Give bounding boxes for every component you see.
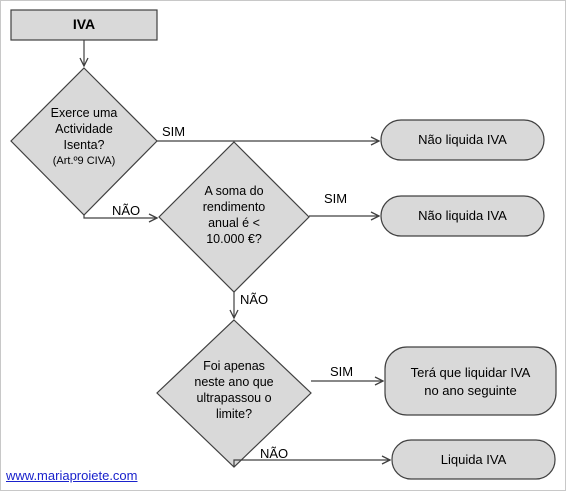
decision-1-text: Exerce uma Actividade Isenta? (Art.º9 CI…: [34, 105, 134, 169]
outcome-box-2: [380, 195, 545, 237]
edge-label-no-3: NÃO: [260, 446, 289, 461]
outcome-1-label: Não liquida IVA: [418, 132, 507, 147]
decision-1-line: Isenta?: [63, 138, 105, 152]
outcome-3-line: no ano seguinte: [424, 383, 517, 398]
website-link[interactable]: www.mariaproiete.com: [6, 468, 138, 483]
decision-1-note: (Art.º9 CIVA): [52, 155, 116, 167]
connector-d3-no: [233, 460, 390, 467]
edge-label-no-2: NÃO: [240, 292, 269, 307]
decision-3-line: ultrapassou o: [196, 391, 272, 405]
outcome-box-1: [380, 119, 545, 161]
decision-1-line: Exerce uma: [50, 106, 118, 120]
outcome-box-3: [384, 346, 557, 416]
decision-2-line: anual é <: [208, 216, 260, 230]
edge-label-yes-3: SIM: [330, 364, 354, 379]
edge-label-yes-2: SIM: [324, 191, 348, 206]
outcome-box-4: [391, 439, 556, 480]
decision-3-line: Foi apenas: [203, 359, 265, 373]
decision-2-text: A soma do rendimento anual é < 10.000 €?: [184, 183, 284, 247]
connector-d1-no: [83, 215, 157, 218]
decision-3-line: neste ano que: [194, 375, 274, 389]
decision-3-line: limite?: [215, 407, 253, 421]
outcome-2-label: Não liquida IVA: [418, 208, 507, 223]
decision-1-line: Actividade: [55, 122, 113, 136]
outcome-3-text: Terá que liquidar IVA no ano seguinte: [385, 364, 556, 400]
title-label: IVA: [72, 16, 96, 32]
decision-2-line: A soma do: [204, 184, 264, 198]
decision-2-line: rendimento: [202, 200, 266, 214]
decision-2-line: 10.000 €?: [206, 232, 262, 246]
decision-3-text: Foi apenas neste ano que ultrapassou o l…: [179, 358, 289, 422]
edge-label-no-1: NÃO: [112, 203, 141, 218]
outcome-3-line: Terá que liquidar IVA: [410, 365, 531, 380]
edge-label-yes-1: SIM: [162, 124, 186, 139]
outcome-4-label: Liquida IVA: [440, 452, 507, 467]
